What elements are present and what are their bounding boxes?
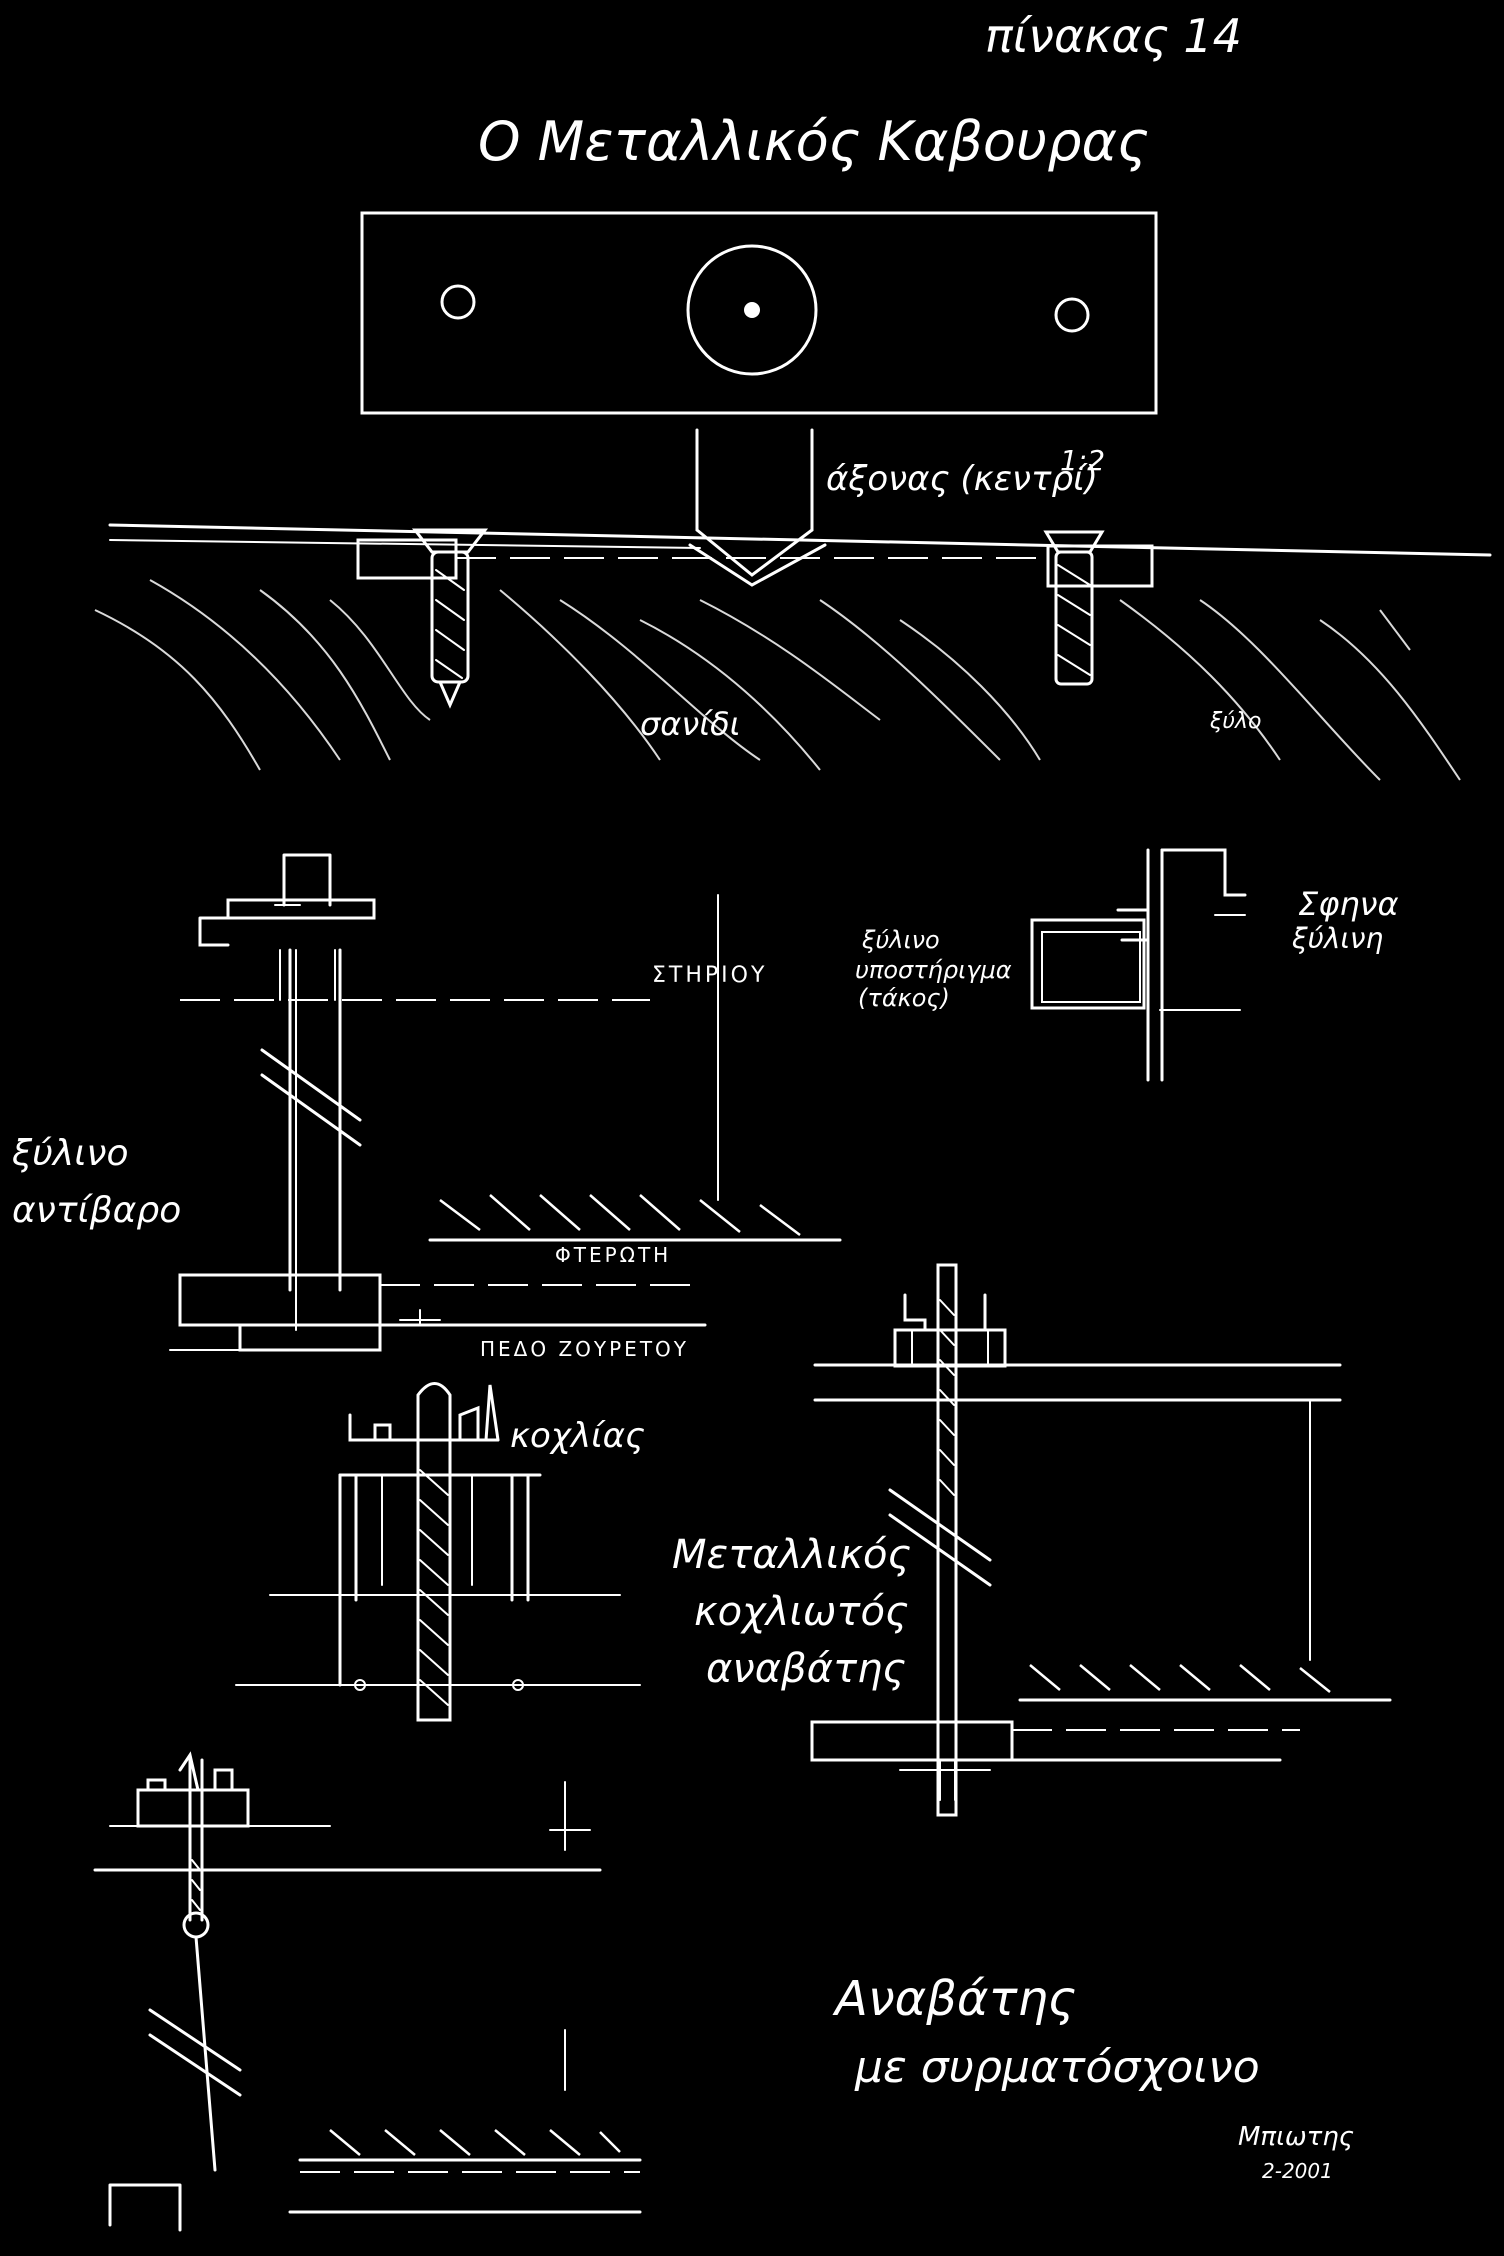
figure-2-stand-section: ΣΤΗΡΙΟΥ ξύλινο αντίβαρο ΦΤΕΡΩΤΗ ΠΕΔΟ ΖΟΥ… <box>11 853 842 1361</box>
bolt-hole-right <box>1054 297 1090 333</box>
side-label-line-2: αντίβαρο <box>12 1190 181 1231</box>
plate-number: πίνακας 14 <box>985 9 1242 63</box>
support-label-line-3: (τάκος) <box>858 984 950 1012</box>
rider-label-line-3: αναβάτης <box>706 1646 906 1692</box>
bolt-hole-left <box>440 284 476 320</box>
rail-label-line-2: ξύλινη <box>1291 922 1383 955</box>
figure-1-plate-top-view <box>360 211 1158 415</box>
board-label: σανίδι <box>640 705 740 743</box>
axis-hub <box>686 244 818 376</box>
signature: Μπιωτης 2-2001 <box>1238 2122 1354 2183</box>
wood-note: ξύλο <box>1209 709 1261 734</box>
blade-label: ΦΤΕΡΩΤΗ <box>555 1243 671 1267</box>
support-label-line-2: υποστήριγμα <box>855 956 1012 984</box>
axis-center-point <box>744 302 760 318</box>
wire-rider-label-line-1: Αναβάτης <box>832 1971 1076 2027</box>
axis-label: άξονας (κεντρί) <box>826 459 1098 499</box>
figure-6-wire-rope-rider: Αναβάτης με συρματόσχοινο <box>93 1751 1260 2232</box>
rider-label-line-2: κοχλιωτός <box>694 1589 908 1635</box>
wire-rider-label-line-2: με συρματόσχοινο <box>854 2042 1260 2093</box>
scale-label: 1:2 <box>1060 444 1105 477</box>
rail-label-line-1: Σφηνα <box>1298 885 1399 923</box>
side-label-line-1: ξύλινο <box>11 1133 129 1174</box>
floor-label: ΠΕΔΟ ΖΟΥΡΕΤΟΥ <box>480 1337 689 1361</box>
screw-label: κοχλίας <box>510 1416 645 1456</box>
figure-1-section: άξονας (κεντρί) 1:2 σανίδι ξύ <box>94 428 1492 781</box>
stand-label: ΣΤΗΡΙΟΥ <box>652 963 767 988</box>
figure-3-wooden-support: ξύλινο υποστήριγμα (τάκος) Σφηνα ξύλινη <box>855 848 1399 1082</box>
signature-name: Μπιωτης <box>1238 2122 1354 2152</box>
figure-5-threaded-rider: Μεταλλικός κοχλιωτός αναβάτης <box>672 1263 1392 1817</box>
support-label-line-1: ξύλινο <box>861 926 940 954</box>
signature-date: 2-2001 <box>1262 2159 1333 2183</box>
sheet-title: Ο Μεταλλικός Καβουρας <box>478 110 1149 173</box>
rider-label-line-1: Μεταλλικός <box>672 1532 911 1578</box>
figure-4-screw-detail: κοχλίας <box>235 1382 645 1722</box>
